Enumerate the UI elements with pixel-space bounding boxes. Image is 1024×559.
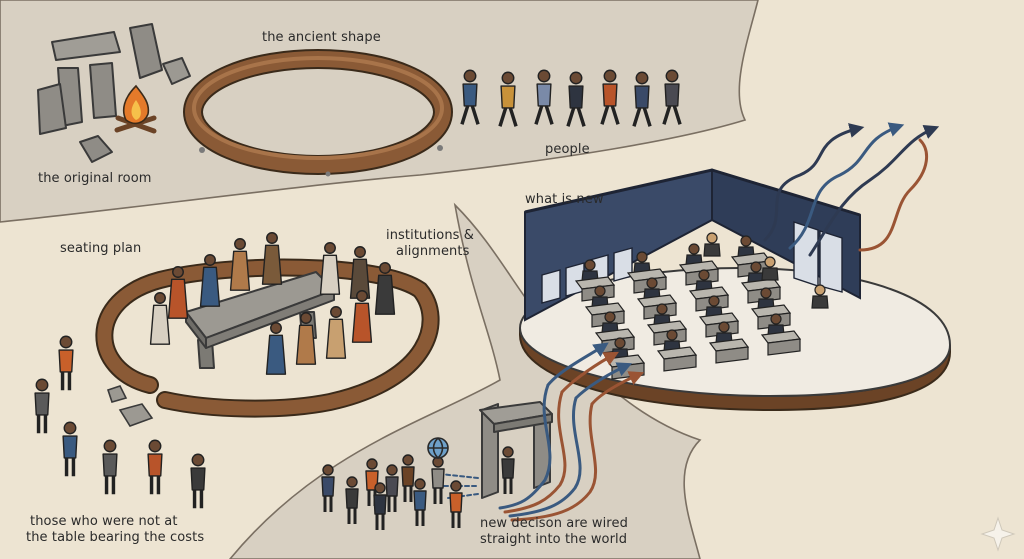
crowd-person: [385, 464, 399, 512]
sparkle-icon: [980, 516, 1016, 552]
original-room-label: the original room: [38, 171, 152, 186]
robed-figure: [261, 232, 283, 285]
loose-stones: [106, 385, 154, 427]
distressed-person-icon: [58, 335, 74, 391]
desk-worker-icon: [698, 295, 740, 338]
robed-figure: [295, 312, 317, 365]
crowd-person: [413, 478, 427, 526]
robed-figure: [199, 254, 221, 307]
distressed-person-icon: [190, 453, 206, 509]
what-is-new-label: what is new: [525, 192, 604, 207]
desk-worker-icon: [761, 256, 779, 281]
desk-worker-icon: [688, 269, 730, 312]
campfire-icon: [114, 84, 157, 134]
crowd-person: [373, 482, 387, 530]
walking-person-icon: [632, 71, 652, 127]
standing-stones-icon: [37, 23, 191, 163]
people-walking-group: [460, 69, 682, 127]
crowd-group: [321, 446, 515, 530]
ancient-shape-label: the ancient shape: [262, 30, 381, 45]
walking-person-icon: [498, 71, 518, 127]
flow-arrows: [439, 122, 940, 522]
crowd-person: [401, 454, 415, 502]
robed-figure: [325, 306, 347, 359]
desk-worker-icon: [811, 284, 829, 309]
crowd-person: [431, 456, 445, 504]
distressed-person-icon: [62, 421, 78, 477]
robed-figure: [319, 242, 341, 295]
distressed-person-icon: [34, 378, 50, 434]
wired-label-line2: straight into the world: [480, 532, 628, 547]
robed-figure: [167, 266, 189, 319]
desk-worker-icon: [594, 311, 636, 354]
costs-label-line2: the table bearing the costs: [26, 530, 205, 545]
crowd-person: [345, 476, 359, 524]
crowd-person: [321, 464, 335, 512]
walking-person-icon: [566, 71, 586, 127]
walking-person-icon: [460, 69, 480, 125]
distressed-people-group: [34, 335, 206, 509]
distressed-person-icon: [102, 439, 118, 495]
desk-worker-icon: [636, 277, 678, 320]
stone-table-icon: [185, 271, 335, 369]
earth-ring-icon: [183, 49, 453, 177]
robed-figure: [149, 292, 171, 345]
robed-figure: [265, 322, 287, 375]
desk-workers-grid: [574, 232, 829, 380]
walking-person-icon: [662, 69, 682, 125]
people-label: people: [545, 142, 590, 157]
institutions-label-line2: alignments: [396, 244, 470, 259]
robed-figure: [351, 290, 373, 343]
institutions-label-line1: institutions &: [386, 228, 475, 243]
distressed-person-icon: [147, 439, 163, 495]
council-figures: [149, 232, 396, 375]
robed-figure: [349, 246, 371, 299]
desk-worker-icon: [656, 329, 698, 372]
wired-label-line1: new decison are wired: [480, 516, 628, 531]
desk-worker-icon: [703, 232, 721, 257]
crowd-person: [501, 446, 515, 494]
desk-worker-icon: [750, 287, 792, 330]
crowd-person: [449, 480, 463, 528]
desk-worker-icon: [708, 321, 750, 364]
seating-plan-ring: [95, 258, 440, 418]
seating-plan-label: seating plan: [60, 241, 142, 256]
walking-person-icon: [534, 69, 554, 125]
globe-icon: [427, 437, 449, 460]
costs-label-line1: those who were not at: [30, 514, 178, 529]
robed-figure: [374, 262, 396, 315]
walking-person-icon: [600, 69, 620, 125]
robed-figure: [229, 238, 251, 291]
desk-worker-icon: [760, 313, 802, 356]
